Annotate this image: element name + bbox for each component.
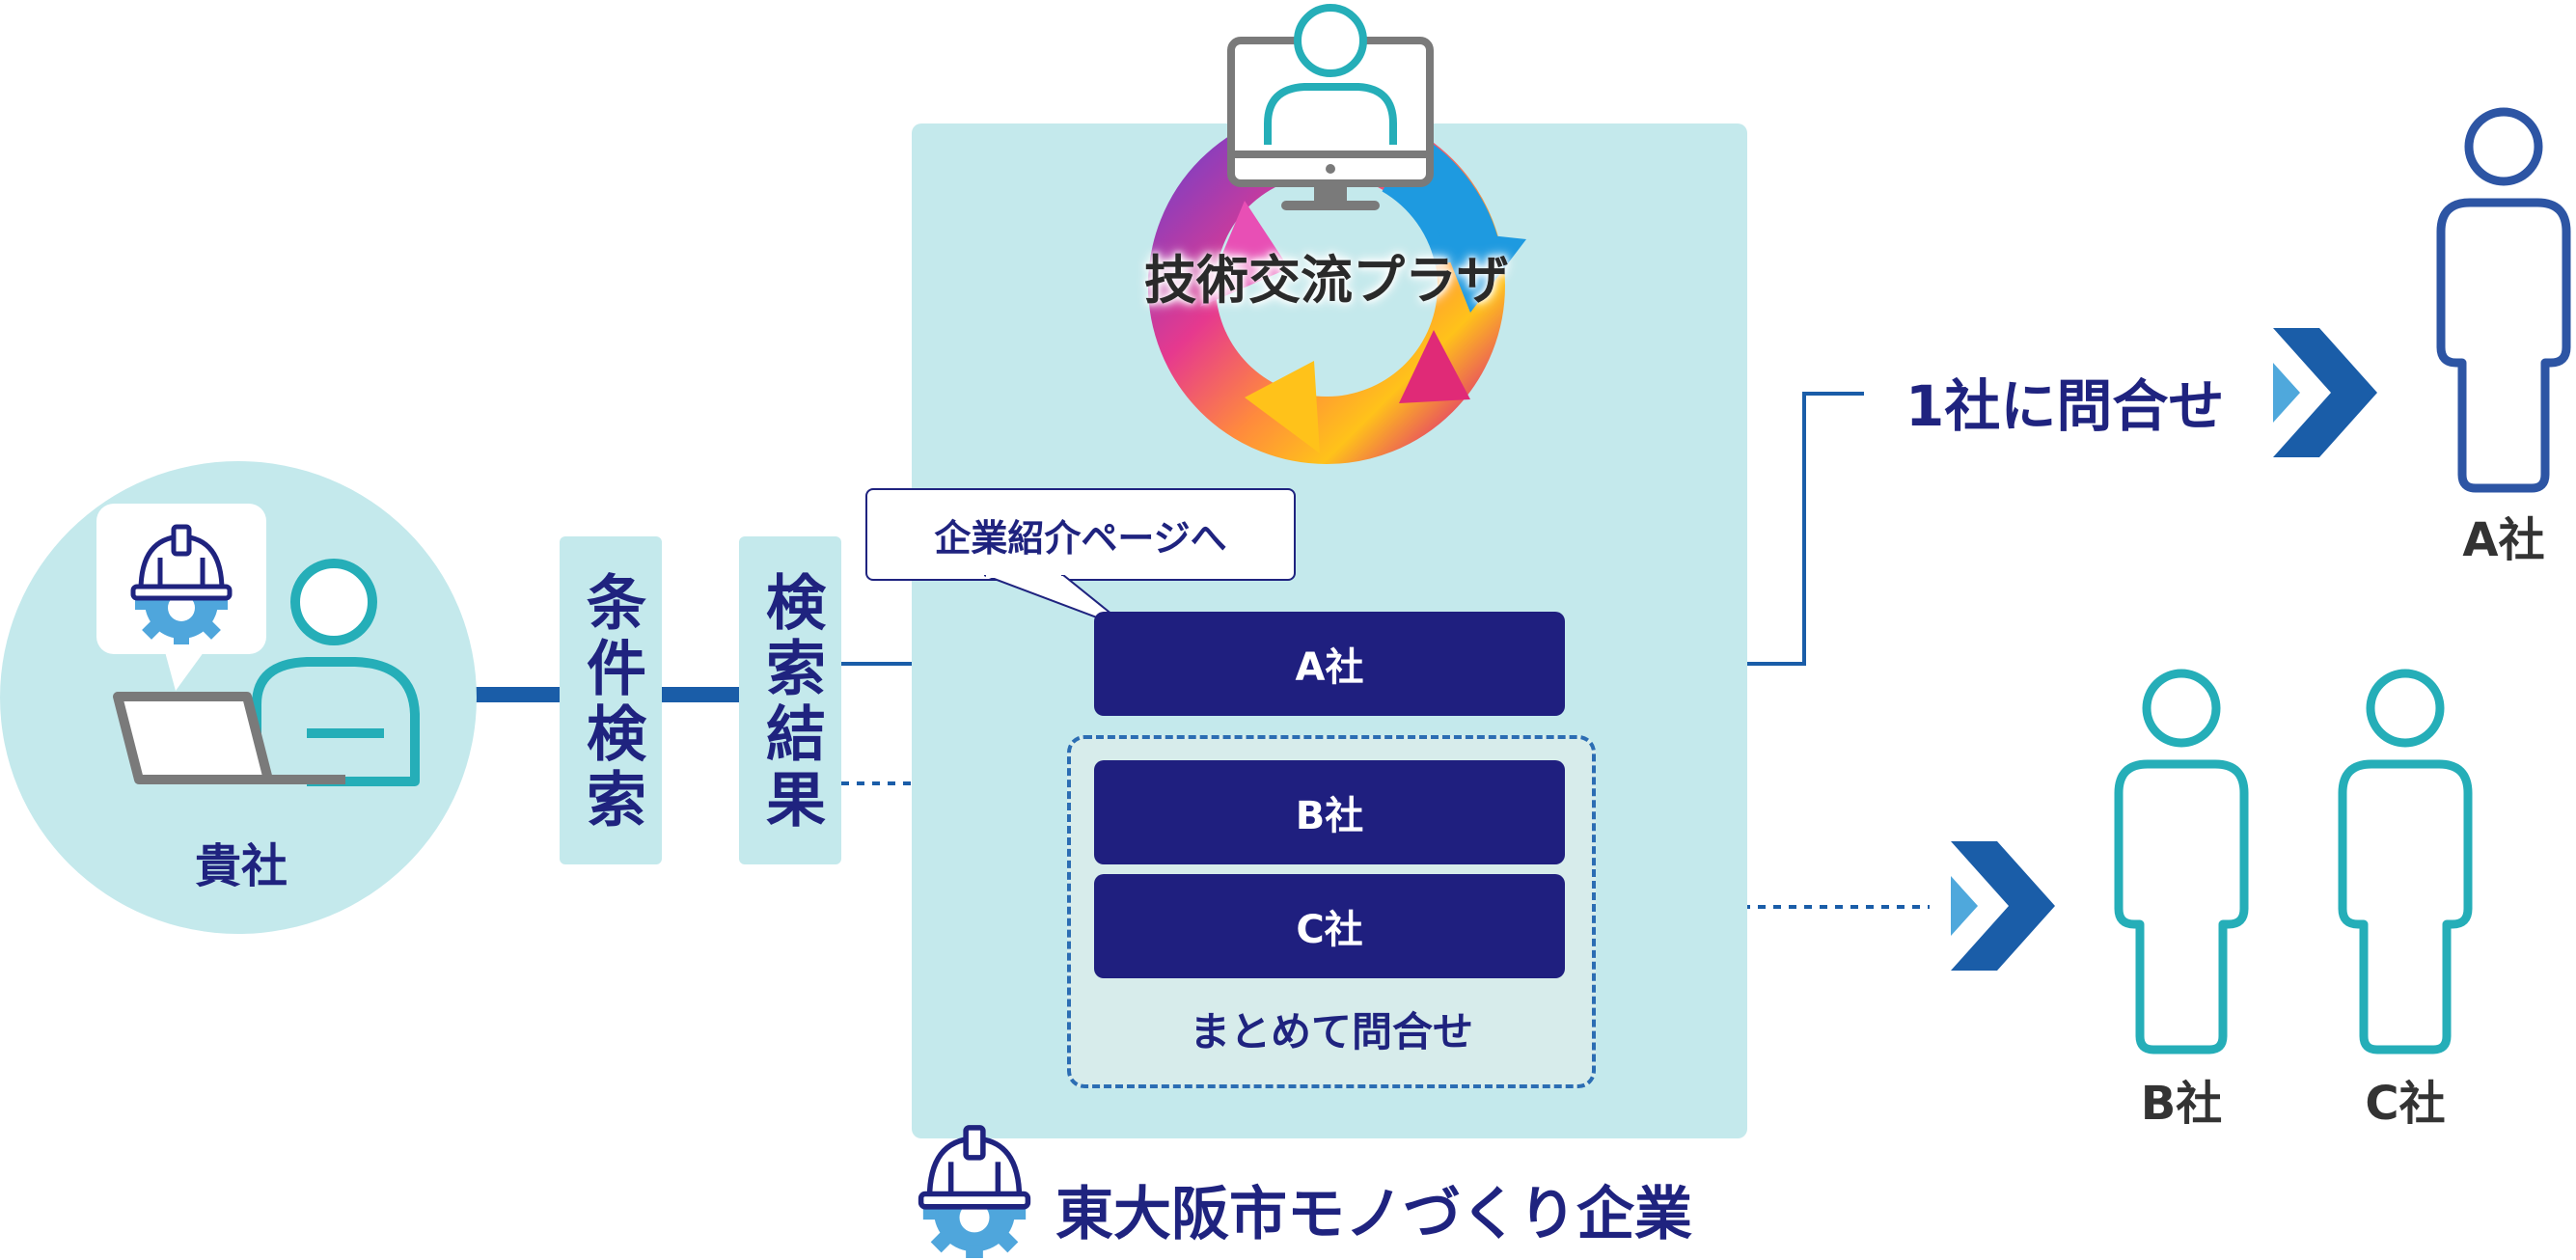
condition-search-box: 条件検索 — [560, 536, 662, 864]
person-a-icon — [2436, 107, 2571, 493]
single-inquiry-label: 1社に問合せ — [1905, 373, 2225, 439]
recipient-b-label: B社 — [2140, 1077, 2223, 1131]
monitor-person-icon — [1227, 4, 1434, 210]
chevron-right-icon-bc — [1951, 841, 2055, 971]
company-c-box[interactable]: C社 — [1094, 874, 1565, 978]
person-b-icon — [2114, 669, 2249, 1055]
platform-name: 技術交流プラザ — [1144, 250, 1509, 311]
condition-search-label: 条件検索 — [576, 571, 646, 834]
helmet-gear-icon-footer — [918, 1125, 1031, 1258]
helmet-gear-icon — [130, 524, 233, 644]
speech-bubble-tail — [164, 648, 206, 691]
company-b-box[interactable]: B社 — [1094, 760, 1565, 864]
person-c-icon — [2338, 669, 2473, 1055]
search-results-box: 検索結果 — [739, 536, 841, 864]
company-page-callout[interactable]: 企業紹介ページへ — [865, 488, 1296, 581]
chevron-right-icon — [2273, 328, 2377, 457]
recipient-a-label: A社 — [2462, 513, 2545, 567]
group-inquiry-label[interactable]: まとめて問合せ — [1189, 1008, 1473, 1055]
footer-label: 東大阪市モノづくり企業 — [1055, 1181, 1692, 1248]
your-company-label: 貴社 — [194, 839, 288, 893]
person-at-laptop-icon — [113, 559, 420, 786]
recipient-c-label: C社 — [2365, 1077, 2446, 1131]
search-results-label: 検索結果 — [755, 571, 826, 834]
company-a-box[interactable]: A社 — [1094, 612, 1565, 716]
